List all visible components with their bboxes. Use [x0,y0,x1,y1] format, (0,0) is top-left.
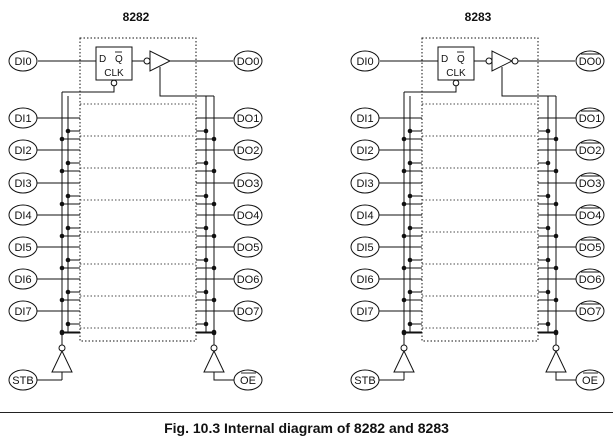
input-pin-di0 [8,50,38,72]
input-pin-label: DI4 [14,210,31,222]
output-pin-label: DO4 [579,210,602,222]
output-bubble [485,57,493,65]
output-pin-label: DO2 [237,145,260,157]
strobe-buffer-icon [393,349,415,373]
wire [404,86,457,93]
figure-caption: Fig. 10.3 Internal diagram of 8282 and 8… [0,412,613,445]
output-pin-label: DO7 [237,306,260,318]
enable-buffer-icon [203,349,225,373]
chip-title: 8282 [123,10,150,24]
clk-bubble [110,79,118,87]
junction-dot [553,330,559,336]
input-pin-label: DI5 [356,242,373,254]
input-pin-label: DI1 [14,113,31,125]
junction-dot [211,330,217,336]
output-pin-label: DO5 [237,242,260,254]
clk-bubble [452,79,460,87]
input-pin-label: DI2 [356,145,373,157]
output-pin-label: DO6 [237,274,260,286]
input-pin-di0 [350,50,380,72]
output-pin-label: DO7 [579,306,602,318]
wire [501,67,556,97]
input-pin-label: DI7 [14,306,31,318]
chip-title: 8283 [465,10,492,24]
strobe-buffer-icon [51,349,73,373]
flipflop-clk-label: CLK [446,68,466,79]
strobe-pin-label: STB [12,375,33,387]
output-pin-label: DO6 [579,274,602,286]
output-pin-label: DO0 [237,56,260,68]
output-bubble [143,57,151,65]
wire [159,67,214,97]
strobe-pin-label: STB [354,375,375,387]
input-pin-label: DI4 [356,210,373,222]
output-buffer-icon [149,50,172,72]
junction-dot [59,330,65,336]
input-pin-label: DI6 [356,274,373,286]
enable-pin [575,369,605,391]
enable-pin-label: OE [240,375,256,387]
input-pin-label: DI3 [14,178,31,190]
output-pin-do0 [233,50,263,72]
output-pin-do0 [575,50,605,72]
flipflop-q-label: Q [457,54,465,65]
output-pin-label: DO4 [237,210,260,222]
wire [213,372,234,381]
output-pin-label: DO3 [579,178,602,190]
flipflop-clk-label: CLK [104,68,124,79]
junction-dot [401,330,407,336]
flipflop-q-label: Q [115,54,123,65]
output-pin-label: DO2 [579,145,602,157]
wire [62,86,115,93]
output-buffer-icon [491,50,514,72]
input-pin-label: DI1 [356,113,373,125]
strobe-pin [350,369,380,391]
latch-array-outline [421,37,539,342]
input-pin-label: DI3 [356,178,373,190]
wire [555,372,576,381]
output-pin-label: DO1 [579,113,602,125]
input-pin-label: DI5 [14,242,31,254]
flipflop-d-label: D [441,54,448,65]
input-pin-label: DI0 [14,56,31,68]
output-pin-label: DO3 [237,178,260,190]
strobe-pin [8,369,38,391]
latch-array-outline [79,37,197,342]
output-pin-label: DO1 [237,113,260,125]
input-pin-label: DI0 [356,56,373,68]
output-pin-label: DO0 [579,56,602,68]
enable-pin [233,369,263,391]
input-pin-label: DI2 [14,145,31,157]
flipflop-d-label: D [99,54,106,65]
input-pin-label: DI7 [356,306,373,318]
output-pin-label: DO5 [579,242,602,254]
enable-pin-label: OE [582,375,598,387]
input-pin-label: DI6 [14,274,31,286]
enable-buffer-icon [545,349,567,373]
